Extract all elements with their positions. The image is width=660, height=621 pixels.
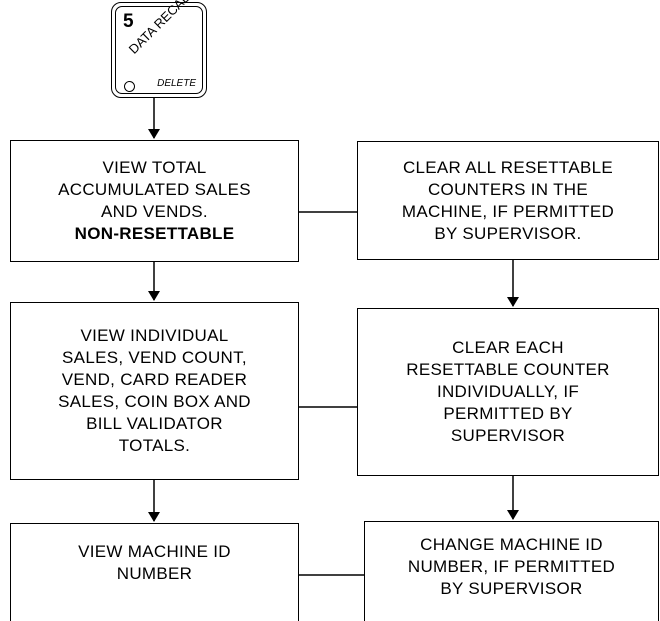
box-line: VEND, CARD READER — [61, 370, 248, 389]
box-line: COUNTERS IN THE — [427, 179, 589, 199]
key-label: DATA RECALL — [125, 0, 198, 57]
box-line: AND VENDS. — [101, 202, 208, 221]
box-line: MACHINE, IF PERMITTED — [401, 201, 615, 221]
key-indicator-led-icon — [124, 81, 135, 92]
key-delete-label: DELETE — [157, 78, 196, 89]
box-line: BILL VALIDATOR — [86, 414, 223, 433]
view-machine-id-box: VIEW MACHINE ID NUMBER — [10, 523, 299, 621]
key-face: 5 DATA RECALL DELETE — [115, 0, 203, 94]
box-line: ACCUMULATED SALES — [58, 180, 251, 199]
box-line: PERMITTED BY — [443, 404, 573, 423]
box-line: INDIVIDUALLY, IF — [436, 382, 580, 401]
box-line: SUPERVISOR — [450, 426, 566, 445]
clear-each-box: CLEAR EACH RESETTABLE COUNTER INDIVIDUAL… — [357, 308, 659, 476]
clear-all-box: CLEAR ALL RESETTABLE COUNTERS IN THE MAC… — [357, 141, 659, 260]
box-line: BY SUPERVISOR — [440, 578, 583, 598]
box-line: CLEAR EACH — [452, 338, 564, 357]
box-line: NUMBER — [116, 563, 193, 583]
box-line: TOTALS. — [118, 436, 191, 455]
data-recall-key-icon: 5 DATA RECALL DELETE — [111, 0, 207, 98]
non-resettable-label: NON-RESETTABLE — [74, 224, 235, 243]
box-line: VIEW MACHINE ID — [78, 541, 231, 561]
box-line: BY SUPERVISOR. — [434, 223, 582, 243]
change-machine-id-box: CHANGE MACHINE ID NUMBER, IF PERMITTED B… — [364, 521, 659, 621]
box-line: SALES, VEND COUNT, — [62, 348, 247, 367]
box-line: CHANGE MACHINE ID — [420, 534, 603, 554]
box-line: VIEW TOTAL — [102, 158, 207, 177]
box-line: RESETTABLE COUNTER — [406, 360, 610, 379]
view-individual-box: VIEW INDIVIDUAL SALES, VEND COUNT, VEND,… — [10, 302, 299, 480]
box-line: VIEW INDIVIDUAL — [80, 326, 229, 345]
box-line: NUMBER, IF PERMITTED — [407, 556, 616, 576]
box-line: CLEAR ALL RESETTABLE — [402, 157, 614, 177]
key-number: 5 — [123, 11, 134, 32]
box-line: SALES, COIN BOX AND — [58, 392, 251, 411]
view-total-box: VIEW TOTAL ACCUMULATED SALES AND VENDS. … — [10, 140, 299, 262]
